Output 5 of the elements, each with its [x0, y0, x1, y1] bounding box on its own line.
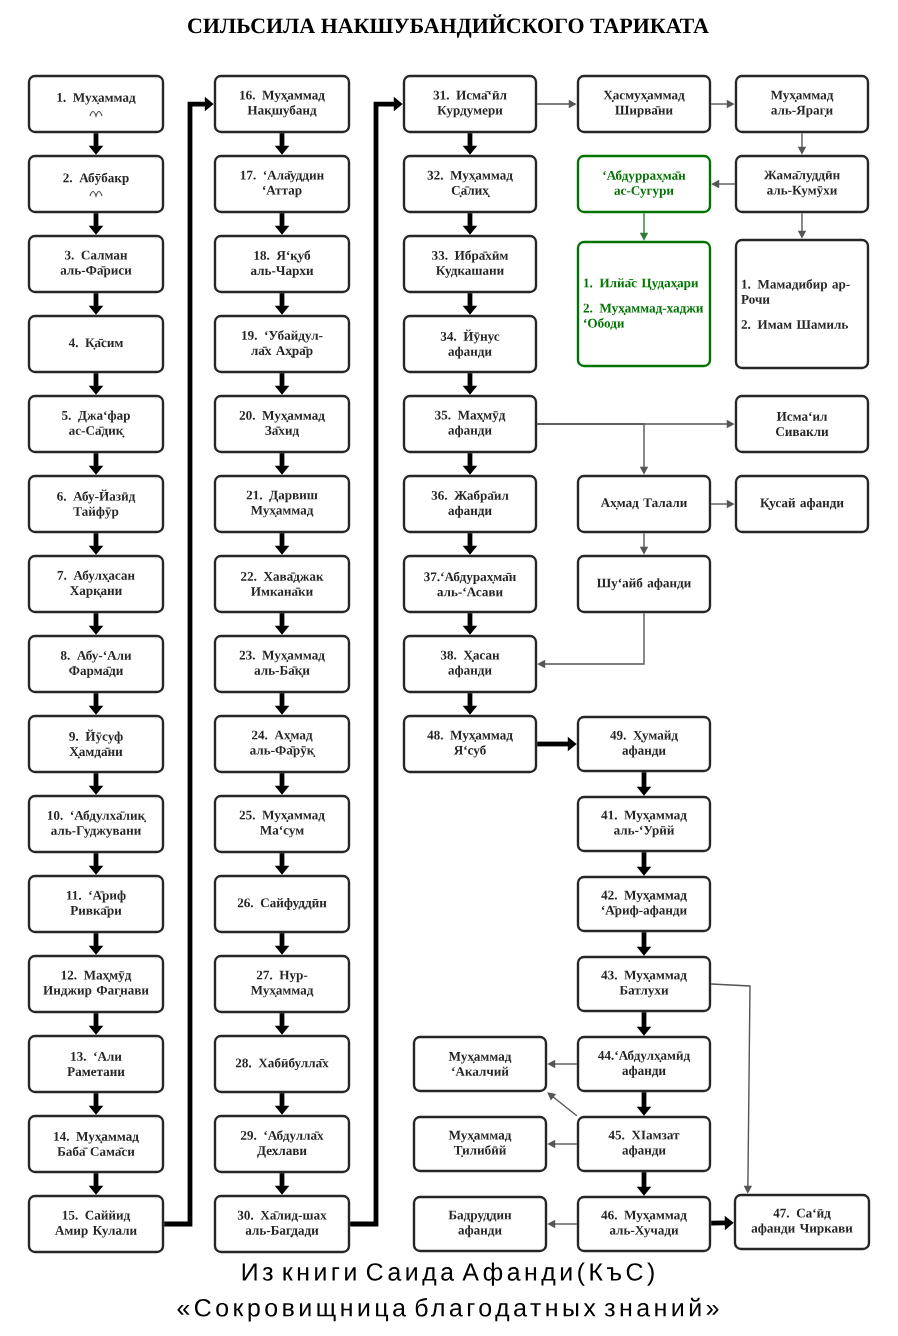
title: СИЛЬСИЛА НАКШУБАНДИЙСКОГО ТАРИКАТА: [188, 14, 709, 38]
caption: Из книги Саида Афанди(КъС) «Сокровищница благодатных знаний»: [177, 1262, 719, 1322]
arrow: [164, 96, 214, 1227]
arrow: [350, 96, 403, 1227]
arrow: [547, 1092, 578, 1117]
